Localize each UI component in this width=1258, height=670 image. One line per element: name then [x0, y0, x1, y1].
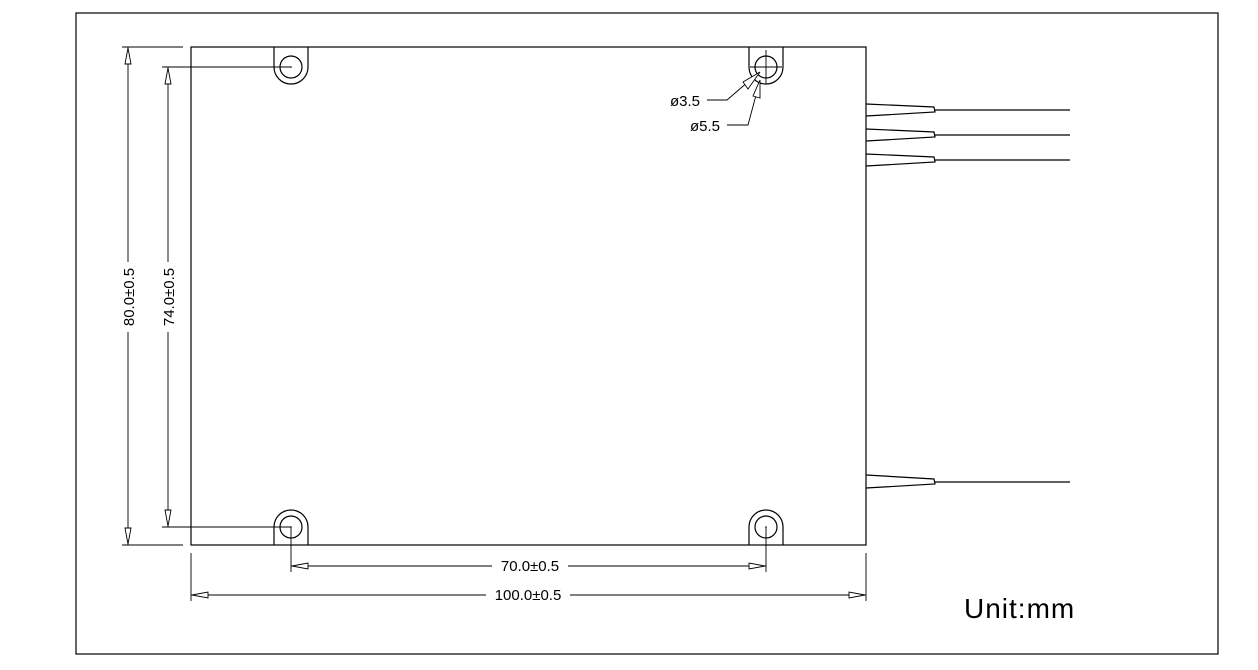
width-holes-label: 70.0±0.5 — [501, 558, 559, 575]
unit-label: Unit:mm — [964, 593, 1075, 624]
fiber-4 — [865, 474, 1070, 489]
hole-inner-diameter-label: ø3.5 — [670, 93, 700, 110]
dimension-width-outer — [190, 553, 867, 603]
dimension-height-outer — [120, 46, 183, 546]
height-outer-label: 80.0±0.5 — [121, 268, 138, 326]
fiber-3 — [865, 153, 1070, 167]
dimension-height-holes — [160, 66, 291, 528]
drawing-border — [75, 12, 1219, 655]
hole-callout-leaders — [707, 71, 761, 126]
module-body — [190, 46, 867, 546]
mounting-hole-top-right — [748, 47, 784, 85]
dimension-width-holes — [290, 527, 767, 574]
fiber-1 — [865, 103, 1070, 117]
hole-outer-diameter-label: ø5.5 — [690, 118, 720, 135]
fiber-2 — [865, 128, 1070, 142]
mounting-hole-top-left — [273, 47, 309, 85]
width-outer-label: 100.0±0.5 — [495, 587, 562, 604]
height-holes-label: 74.0±0.5 — [161, 268, 178, 326]
